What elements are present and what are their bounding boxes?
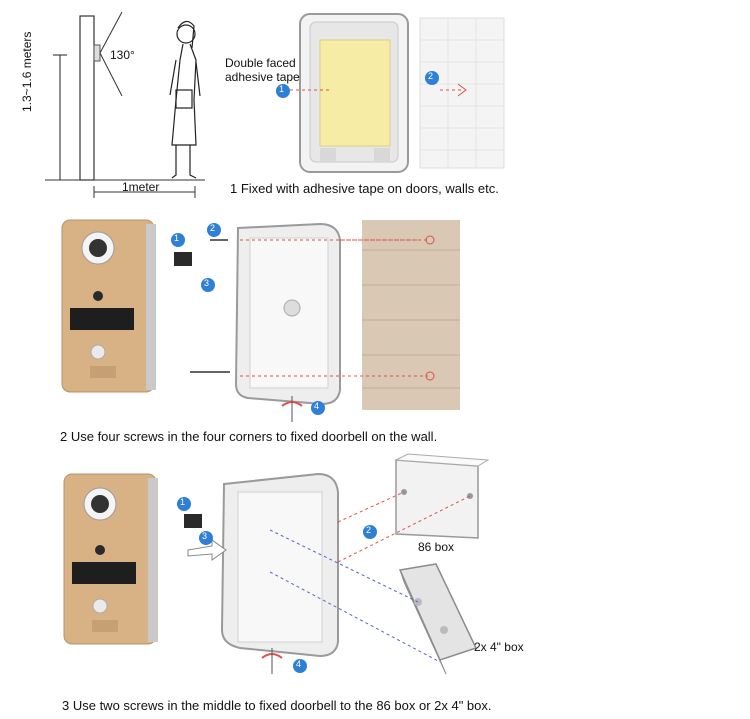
wall-hole-bottom [425,371,435,381]
step-2-badge [363,525,377,539]
section-3-caption: 3 Use two screws in the middle to fixed … [62,698,492,713]
back-housing [234,222,341,406]
box-86-label: 86 box [418,540,455,554]
step-1-badge [276,84,290,98]
angle-line-top [99,11,123,54]
section-2-illustration [61,219,460,422]
doorbell-unit [61,219,156,393]
box2x4-arrows [269,529,441,663]
box86-arrows [337,491,471,563]
back-housing [220,472,339,658]
screw-arrows [240,239,428,377]
step-1-number: 1 [174,233,180,243]
height-label: 1.3~1.6 meters [20,31,34,112]
doorbell-small [93,44,101,62]
section-2-caption: 2 Use four screws in the four corners to… [60,429,438,444]
tape-label-line2: adhesive tape [225,70,300,84]
step-2-badge [207,223,221,237]
step-4-number: 4 [296,659,302,669]
step-2-number: 2 [366,525,372,535]
step-3-number: 3 [202,531,208,541]
tape-label-line1: Double faced [225,56,296,70]
section-3-illustration [63,453,490,675]
tape-panel [299,13,409,173]
sd-card [184,514,202,528]
box-2x4-label: 2x 4" box [474,640,524,654]
step-2-number: 2 [428,71,434,81]
step-1-badge [171,233,185,247]
wall-hole-top [425,235,435,245]
step-4-badge [293,659,307,673]
step-1-number: 1 [279,84,285,94]
angle-line-bottom [99,52,123,97]
wall-post [79,15,95,181]
insert-arrow [187,539,227,561]
angle-label: 130° [110,48,135,62]
step-3-number: 3 [204,278,210,288]
step-3-badge [199,531,213,545]
sd-card [174,252,192,266]
section-1-illustration [45,11,505,198]
step-4-number: 4 [314,401,320,411]
step-2-number: 2 [210,223,216,233]
step-4-badge [311,401,325,415]
height-dimension [53,54,67,181]
adhesive-tape [319,39,391,147]
step-1-badge [177,497,191,511]
step-2-badge [425,71,439,85]
person-figure [169,20,201,179]
box-86 [394,453,490,539]
step-1-number: 1 [180,497,186,507]
doorbell-unit [63,473,158,645]
step-3-badge [201,278,215,292]
brick-wall [362,220,460,410]
section-1-caption: 1 Fixed with adhesive tape on doors, wal… [230,181,499,196]
box-2x4 [398,563,478,675]
distance-label: 1meter [122,180,160,194]
